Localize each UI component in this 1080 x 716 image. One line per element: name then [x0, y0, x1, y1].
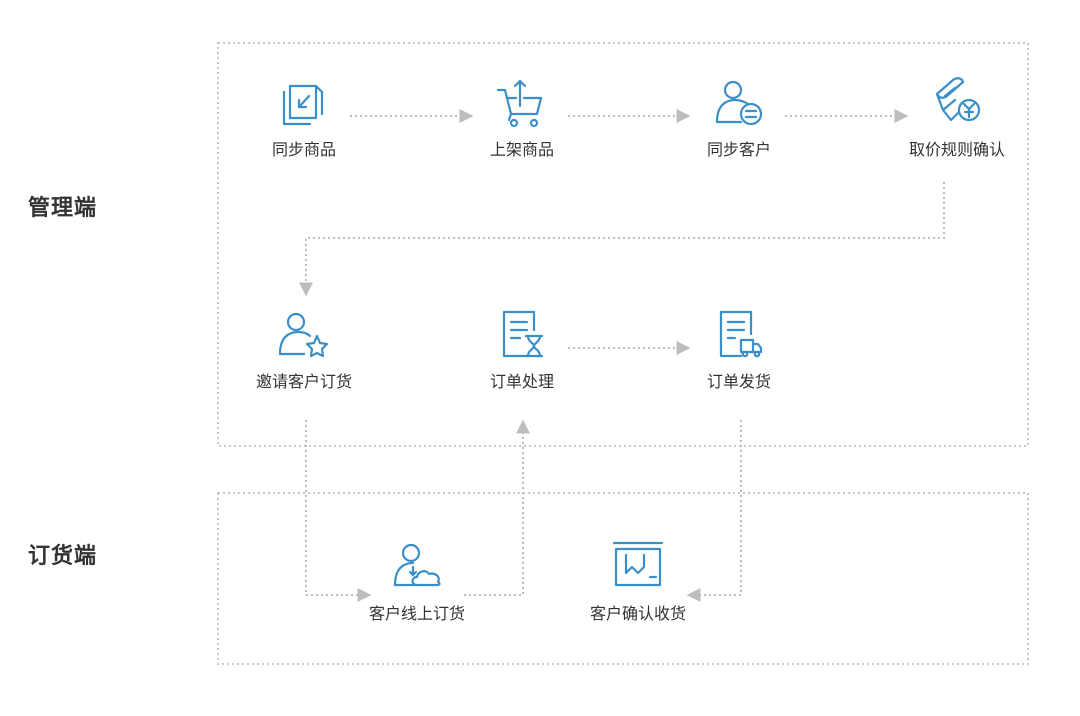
- node-label-ship-orders: 订单发货: [706, 372, 772, 391]
- node-label-sync-customers: 同步客户: [706, 140, 772, 159]
- lane-box-admin: [217, 42, 1029, 447]
- node-label-confirm-receipt: 客户确认收货: [589, 604, 687, 623]
- lane-label-admin: 管理端: [28, 196, 98, 221]
- node-label-invite-customers: 邀请客户订货: [255, 372, 353, 391]
- node-label-sync-products: 同步商品: [271, 140, 337, 159]
- document-hourglass-icon: [502, 310, 544, 358]
- shopping-cart-upload-icon: [496, 79, 543, 128]
- node-label-list-products: 上架商品: [489, 140, 555, 159]
- connector-ship-orders-to-confirm-receipt: [686, 420, 742, 602]
- document-import-icon: [282, 84, 324, 126]
- node-label-process-orders: 订单处理: [489, 372, 555, 391]
- document-truck-icon: [719, 310, 763, 358]
- lane-label-ordering: 订货端: [28, 544, 98, 569]
- connector-pricing-rules-to-invite-customers: [299, 182, 945, 297]
- user-star-icon: [278, 312, 329, 358]
- node-label-customer-order-online: 客户线上订货: [368, 604, 466, 623]
- user-cloud-icon: [393, 543, 441, 587]
- lane-box-ordering: [217, 492, 1029, 665]
- connector-invite-to-customer-order-online: [305, 420, 372, 602]
- scroll-yuan-icon: [935, 77, 981, 122]
- user-sync-icon: [715, 80, 763, 126]
- node-label-pricing-rules: 取价规则确认: [908, 140, 1006, 159]
- connector-customer-order-online-to-process-orders: [464, 419, 530, 596]
- package-box-icon: [612, 541, 664, 587]
